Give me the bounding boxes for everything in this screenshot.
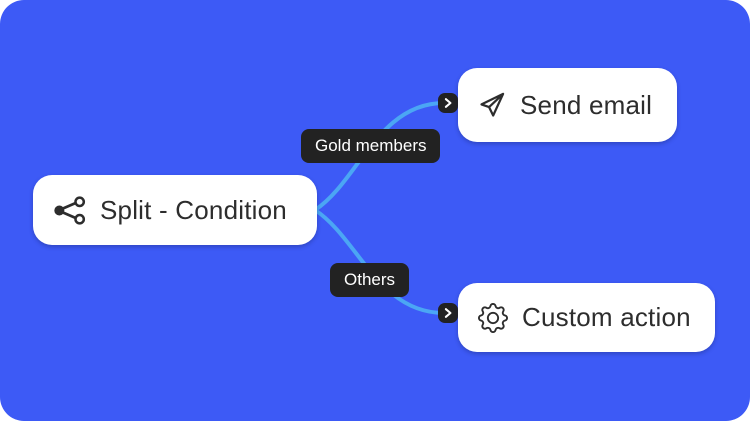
port-badge-send-email[interactable]: [438, 93, 458, 113]
chevron-right-icon: [444, 308, 452, 318]
branch-label-gold-members[interactable]: Gold members: [301, 129, 441, 163]
send-icon: [480, 92, 505, 117]
node-split-condition[interactable]: Split - Condition: [33, 175, 317, 245]
node-label: Send email: [520, 89, 653, 120]
split-icon: [54, 195, 86, 225]
node-label: Split - Condition: [100, 194, 287, 225]
node-label: Custom action: [522, 302, 691, 332]
node-send-email[interactable]: Send email: [458, 68, 677, 142]
branch-label-others[interactable]: Others: [330, 263, 410, 297]
port-badge-custom-action[interactable]: [438, 303, 458, 323]
gear-icon: [478, 302, 508, 333]
connector-others: [313, 208, 446, 315]
chevron-right-icon: [444, 98, 452, 108]
node-custom-action[interactable]: Custom action: [458, 283, 715, 352]
